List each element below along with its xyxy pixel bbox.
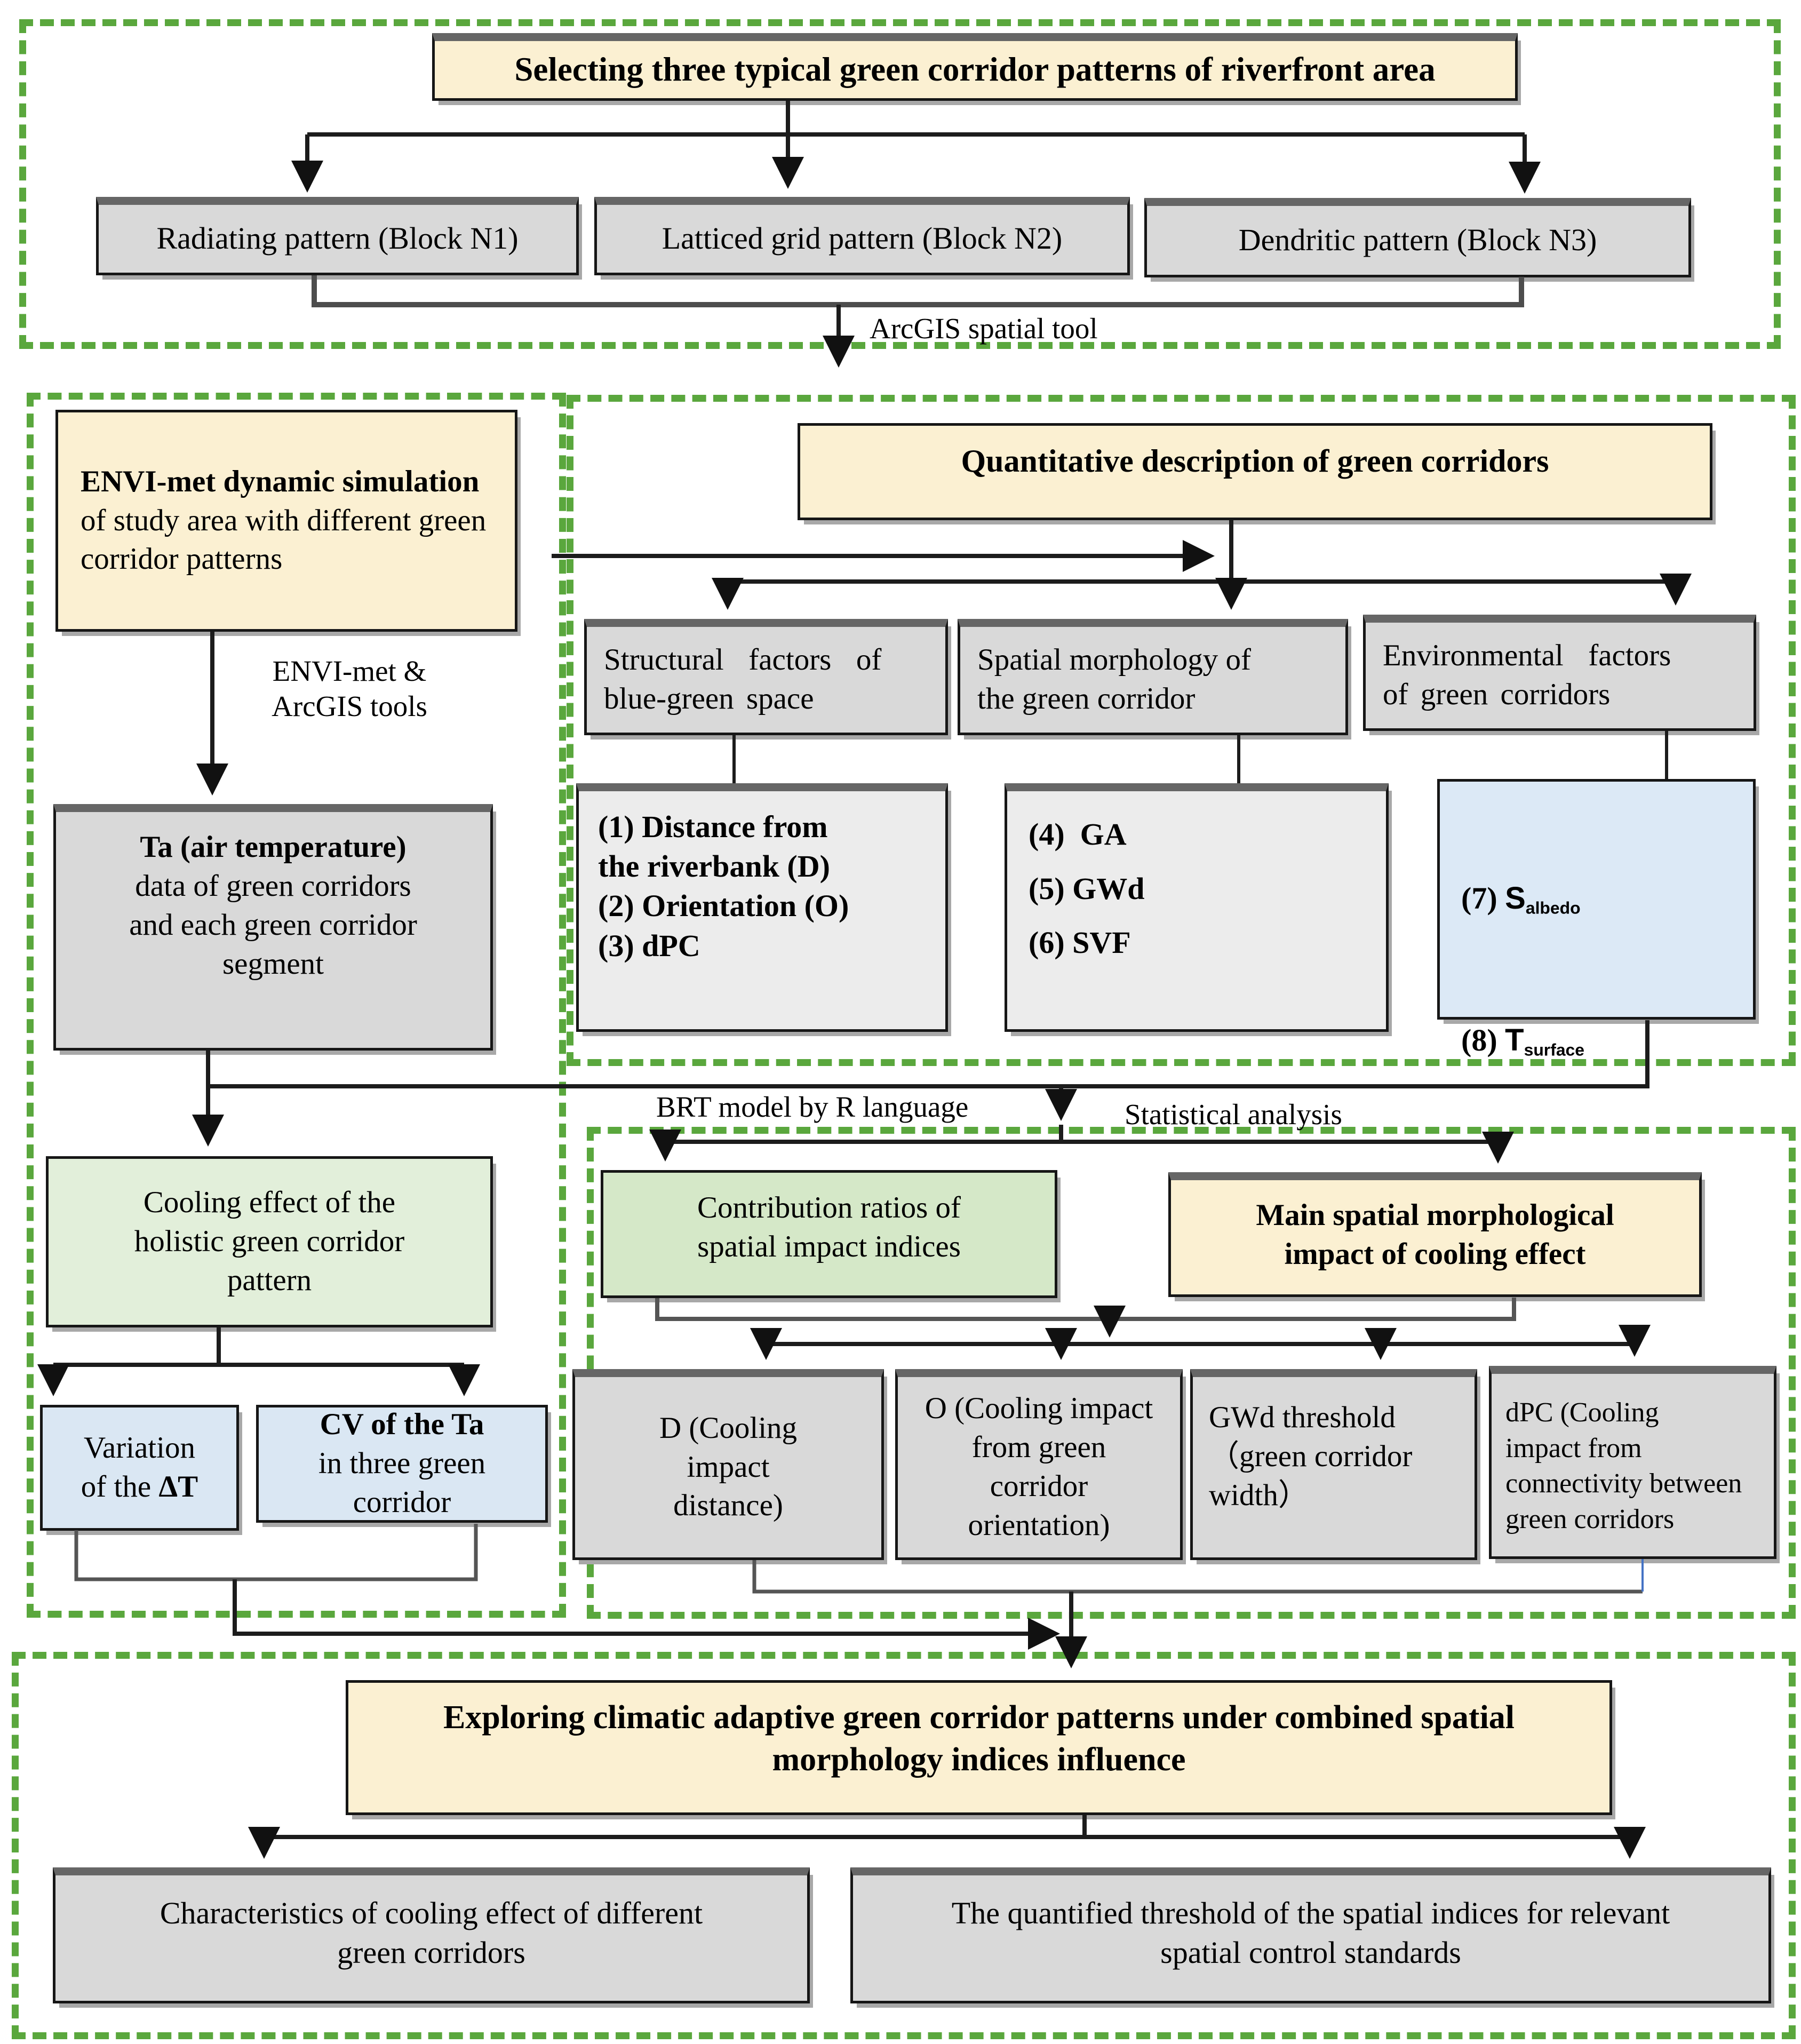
exploring-adaptive-text: Exploring climatic adaptive green corrid… <box>443 1699 1515 1778</box>
box-index-o: O (Cooling impact from green corridor or… <box>895 1369 1183 1560</box>
envi-met-rest: of study area with different green corri… <box>81 464 494 576</box>
index-gwd-text: GWd threshold （green corridor width） <box>1209 1401 1413 1512</box>
albedo-subscript: albedo <box>1525 898 1581 918</box>
box-envi-met-simulation: ENVI-met dynamic simulation of study are… <box>55 410 517 632</box>
tsurface-subscript: surface <box>1524 1040 1585 1060</box>
variation-delta-bold: ΔT <box>158 1470 198 1504</box>
selecting-patterns-text: Selecting three typical green corridor p… <box>514 51 1436 89</box>
variation-text: Variation of the ΔT <box>81 1429 198 1507</box>
box-variation-delta-t: Variation of the ΔT <box>40 1405 239 1531</box>
label-brt-model: BRT model by R language <box>656 1091 969 1123</box>
envi-met-bold: ENVI-met dynamic simulation <box>81 464 480 498</box>
tsurface-item: (8) Tsurface <box>1461 1021 1584 1061</box>
box-ta-data: Ta (air temperature) data of green corri… <box>53 804 493 1051</box>
box-spatial-morphology: Spatial morphology of the green corridor <box>958 619 1348 735</box>
environmental-factors-text: Environmental factors of green corridors <box>1383 639 1671 711</box>
box-dendritic-pattern: Dendritic pattern (Block N3) <box>1144 198 1691 277</box>
ta-bold: Ta (air temperature) <box>140 830 407 864</box>
index-dpc-text: dPC (Cooling impact from connectivity be… <box>1505 1397 1742 1534</box>
box-index-d: D (Cooling impact distance) <box>572 1369 884 1560</box>
label-envi-met-arcgis-tools: ENVI-met & ArcGIS tools <box>272 655 427 722</box>
box-latticed-grid-pattern: Latticed grid pattern (Block N2) <box>594 197 1130 275</box>
latticed-grid-pattern-text: Latticed grid pattern (Block N2) <box>662 221 1063 256</box>
label-statistical-analysis: Statistical analysis <box>1125 1098 1342 1131</box>
box-morphology-indices-list: (4) GA (5) GWd (6) SVF <box>1005 783 1389 1032</box>
cooling-effect-text: Cooling effect of the holistic green cor… <box>134 1186 405 1297</box>
quantified-threshold-text: The quantified threshold of the spatial … <box>951 1896 1670 1970</box>
tsurface-num: (8) <box>1461 1023 1505 1058</box>
box-radiating-pattern: Radiating pattern (Block N1) <box>96 197 579 275</box>
section-pattern-selection-frame <box>19 19 1781 349</box>
structural-factors-text: Structural factors of blue-green space <box>604 643 882 715</box>
environmental-indices-text: (7) Salbedo (8) Tsurface <box>1461 800 1584 1140</box>
albedo-symbol: S <box>1505 881 1526 916</box>
main-spatial-impact-text: Main spatial morphological impact of coo… <box>1256 1198 1614 1271</box>
box-cooling-effect-holistic: Cooling effect of the holistic green cor… <box>46 1156 493 1327</box>
box-contribution-ratios: Contribution ratios of spatial impact in… <box>601 1170 1057 1298</box>
box-index-gwd: GWd threshold （green corridor width） <box>1190 1369 1477 1560</box>
index-d-text: D (Cooling impact distance) <box>659 1411 798 1523</box>
cv-text: CV of the Ta in three green corridor <box>318 1405 485 1522</box>
dendritic-pattern-text: Dendritic pattern (Block N3) <box>1238 222 1597 258</box>
box-cooling-characteristics: Characteristics of cooling effect of dif… <box>53 1867 810 2003</box>
index-o-text: O (Cooling impact from green corridor or… <box>925 1391 1153 1542</box>
structural-indices-text: (1) Distance from the riverbank (D) (2) … <box>598 809 849 963</box>
tsurface-symbol: T <box>1505 1023 1524 1058</box>
box-cv-of-ta: CV of the Ta in three green corridor <box>256 1405 548 1523</box>
label-arcgis-spatial-tool: ArcGIS spatial tool <box>870 312 1098 345</box>
section-exploring-frame <box>12 1652 1796 2039</box>
variation-pre: Variation of the <box>81 1431 195 1504</box>
box-quantitative-description-title: Quantitative description of green corrid… <box>798 423 1712 520</box>
box-exploring-adaptive-patterns: Exploring climatic adaptive green corrid… <box>346 1680 1612 1815</box>
contribution-ratios-text: Contribution ratios of spatial impact in… <box>697 1191 961 1263</box>
radiating-pattern-text: Radiating pattern (Block N1) <box>156 221 519 256</box>
box-environmental-factors: Environmental factors of green corridors <box>1363 615 1756 731</box>
box-index-dpc: dPC (Cooling impact from connectivity be… <box>1489 1366 1776 1559</box>
box-structural-factors: Structural factors of blue-green space <box>584 619 948 735</box>
albedo-num: (7) <box>1461 881 1505 916</box>
box-environmental-indices-list: (7) Salbedo (8) Tsurface <box>1437 779 1756 1060</box>
morphology-indices-text: (4) GA (5) GWd (6) SVF <box>1029 817 1145 960</box>
albedo-item: (7) Salbedo <box>1461 879 1584 919</box>
cooling-characteristics-text: Characteristics of cooling effect of dif… <box>160 1896 703 1970</box>
box-structural-indices-list: (1) Distance from the riverbank (D) (2) … <box>576 783 948 1032</box>
ta-rest: data of green corridors and each green c… <box>129 869 417 981</box>
quantitative-description-text: Quantitative description of green corrid… <box>961 443 1549 479</box>
box-quantified-threshold: The quantified threshold of the spatial … <box>850 1867 1771 2003</box>
box-selecting-patterns-title: Selecting three typical green corridor p… <box>432 33 1518 101</box>
cv-rest: in three green corridor <box>318 1446 486 1519</box>
ta-text: Ta (air temperature) data of green corri… <box>129 828 417 984</box>
spatial-morphology-text: Spatial morphology of the green corridor <box>977 643 1251 715</box>
box-main-spatial-impact: Main spatial morphological impact of coo… <box>1168 1172 1702 1297</box>
envi-met-text: ENVI-met dynamic simulation of study are… <box>81 463 492 579</box>
cv-bold: CV of the Ta <box>320 1407 484 1442</box>
